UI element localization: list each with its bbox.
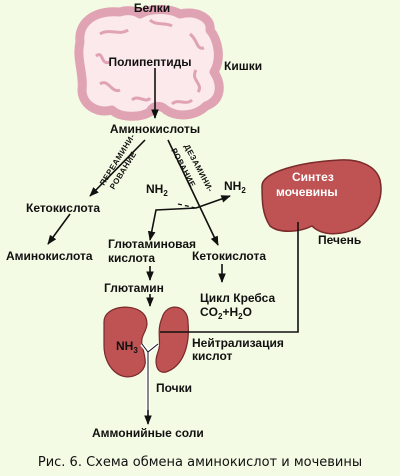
label-glutamic-line2: кислота [108,251,155,265]
label-nh2-left: NH2 [146,182,168,198]
label-glutamine: Глютамин [104,281,164,295]
label-kidneys: Почки [156,381,192,395]
label-krebs-line2: CO2+H2O [200,305,252,321]
label-amino-acid: Аминокислота [6,249,93,263]
label-ammonium-salts: Аммонийные соли [92,426,204,440]
pathway-arrows [47,68,299,425]
kidneys-illustration [103,306,189,420]
intestine-illustration [74,5,224,121]
label-ketoacid-left: Кетокислота [26,201,100,215]
label-intestine: Кишки [224,59,262,73]
label-krebs-line1: Цикл Кребса [200,291,275,305]
label-proteins: Белки [134,1,170,15]
label-liver: Печень [318,233,361,247]
label-nh2-right: NH2 [224,179,246,195]
label-nh3: NH3 [116,339,138,355]
label-urea-line2: мочевины [276,185,338,199]
label-glutamic-line1: Глютаминовая [108,237,196,251]
label-amino-acids: Аминокислоты [110,122,200,136]
label-neutralization-line1: Нейтрализация [192,336,284,350]
label-neutralization-line2: кислот [192,349,233,363]
liver-illustration [261,159,382,235]
label-ketoacid-right: Кетокислота [192,249,266,263]
label-polypeptides: Полипептиды [109,55,192,69]
figure-caption: Рис. 6. Схема обмена аминокислот и мочев… [38,455,362,470]
label-urea-line1: Синтез [292,170,334,184]
